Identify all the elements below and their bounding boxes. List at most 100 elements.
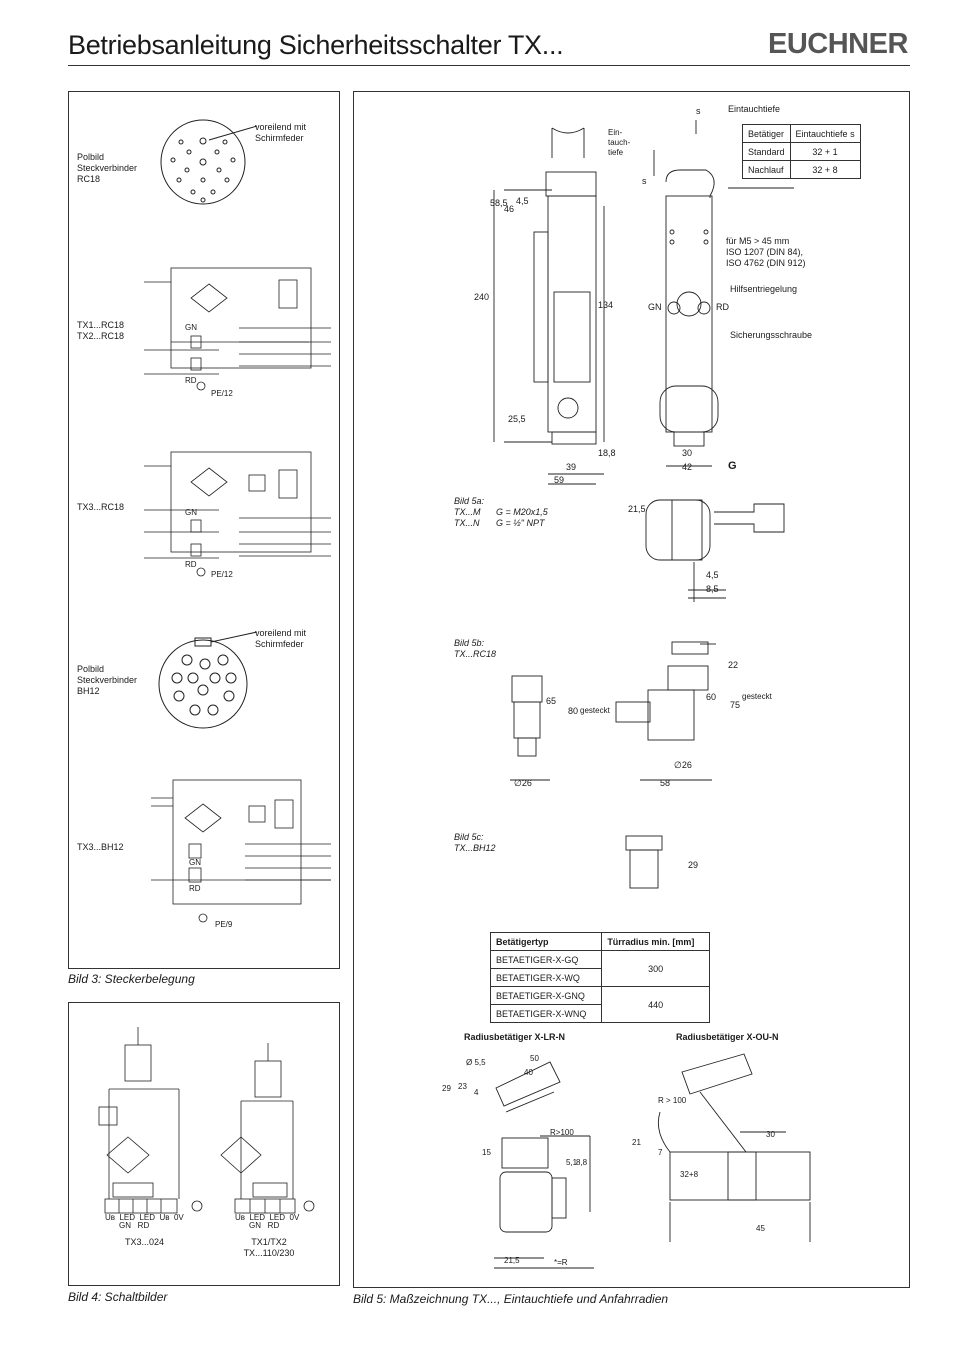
dim-46: 46 <box>504 204 515 214</box>
ou-dim-21: 21 <box>632 1138 641 1147</box>
s-label-side: s <box>642 176 647 186</box>
brand-logo: EUCHNER <box>768 28 908 60</box>
lr-dim-4: 4 <box>474 1088 479 1097</box>
dim5b-75: 75 <box>730 700 741 710</box>
tx12-gn-label: GN <box>185 323 197 332</box>
radius-row2-type: BETAETIGER-X-WQ <box>489 968 603 987</box>
tx3-024-terminal-sub: GN RD <box>119 1221 150 1230</box>
ou-dim-45: 45 <box>756 1224 765 1233</box>
bild5b-title: Bild 5b: <box>454 638 485 648</box>
hilfsentriegelung-label: Hilfsentriegelung <box>730 284 798 294</box>
lr-dim-29: 29 <box>442 1084 451 1093</box>
switch-side-view <box>493 127 605 485</box>
bild5-caption: Bild 5: Maßzeichnung TX..., Eintauchtief… <box>353 1292 669 1306</box>
eintauchtiefe-row1-value: 32 + 1 <box>789 142 861 161</box>
radius-row3-type: BETAETIGER-X-GNQ <box>489 986 603 1005</box>
dim-30: 30 <box>682 448 693 458</box>
lr-dim-40: 40 <box>524 1068 533 1077</box>
tx3bh12-circuit-diagram <box>151 779 331 923</box>
dim5b-gesteckt-2: gesteckt <box>742 692 772 701</box>
dim5b-58: 58 <box>660 778 671 788</box>
bild4-drawing <box>98 1027 315 1214</box>
radius-group2-value: 440 <box>601 986 710 1023</box>
lr-dim-23: 23 <box>458 1082 467 1091</box>
g-label: G <box>728 460 737 472</box>
lr-dim-diam-5-5: Ø 5,5 <box>466 1058 486 1067</box>
tx3rc18-rd-label: RD <box>185 560 197 569</box>
radius-header-radius: Türradius min. [mm] <box>601 932 710 951</box>
dim5c-29: 29 <box>688 860 699 870</box>
bild5a-title: Bild 5a: <box>454 496 485 506</box>
dim5b-60: 60 <box>706 692 717 702</box>
lr-dim-8-8: 8,8 <box>576 1158 588 1167</box>
radius-lr-drawing <box>494 1061 594 1269</box>
tx3rc18-circuit-diagram <box>144 451 331 577</box>
tx12-terminal-label: Uʙ LED LED 0V <box>235 1213 300 1222</box>
bild3-drawing <box>144 119 331 923</box>
tx3-024-label: TX3...024 <box>125 1237 165 1247</box>
radius-ou-title: Radiusbetätiger X-OU-N <box>676 1032 779 1042</box>
radius-lr-title: Radiusbetätiger X-LR-N <box>464 1032 566 1042</box>
tx3bh12-rd-label: RD <box>189 884 201 893</box>
bild4-panel: Uʙ LED LED Uʙ 0V GN RD Uʙ LED LED 0V GN … <box>68 1002 340 1286</box>
tx3rc18-pe-label: PE/12 <box>211 570 233 579</box>
dim5b-gesteckt-1: gesteckt <box>580 706 610 715</box>
bild5-drawing <box>493 120 811 1269</box>
lr-dim-21-5: 21,5 <box>504 1256 520 1265</box>
tx12-rd-label: RD <box>185 376 197 385</box>
bild5c-title: Bild 5c: <box>454 832 484 842</box>
eintauchtiefe-title: Eintauchtiefe <box>728 104 781 114</box>
radius-row4-type: BETAETIGER-X-WNQ <box>489 1004 603 1023</box>
bild5a-variant1: TX...M <box>454 507 481 517</box>
tx3-024-schematic <box>98 1027 203 1214</box>
dim-25-5: 25,5 <box>508 414 526 424</box>
tx12-110-230-label: TX1/TX2 TX...110/230 <box>243 1237 295 1258</box>
ou-dim-7: 7 <box>658 1148 663 1157</box>
dim-59: 59 <box>554 475 565 485</box>
dim-58-5: 58,5 <box>490 198 508 208</box>
eintauchtiefe-header-1: Betätiger <box>742 124 791 143</box>
radius-header-type: Betätigertyp <box>489 932 603 951</box>
eintauchtiefe-row2-type: Nachlauf <box>742 160 791 179</box>
tx3bh12-gn-label: GN <box>189 858 201 867</box>
lr-dim-50: 50 <box>530 1054 539 1063</box>
dim5b-diam-26-a: ∅26 <box>514 778 532 788</box>
dim-134: 134 <box>598 300 614 310</box>
eintauchtiefe-row2-value: 32 + 8 <box>789 160 861 179</box>
page-title: Betriebsanleitung Sicherheitsschalter TX… <box>68 30 564 60</box>
dim5a-8-5: 8,5 <box>706 584 719 594</box>
lr-dim-r100: R>100 <box>550 1128 574 1137</box>
bild3-panel: Polbild Steckverbinder RC18 voreilend mi… <box>68 91 340 969</box>
radius-ou-drawing <box>657 1053 811 1242</box>
dim5b-80: 80 <box>568 706 579 716</box>
bh12-connector-icon <box>158 631 258 729</box>
eintauchtiefe-header-2: Eintauchtiefe s <box>789 124 861 143</box>
bild4-caption: Bild 4: Schaltbilder <box>68 1290 168 1304</box>
bh12-polbild-label: Polbild Steckverbinder BH12 <box>77 664 138 696</box>
tx12-circuit-diagram <box>144 267 331 391</box>
tx3-024-terminal-label: Uʙ LED LED Uʙ 0V <box>105 1213 184 1222</box>
lr-dim-star-r: *=R <box>554 1258 568 1267</box>
bild5c-sub: TX...BH12 <box>454 843 496 853</box>
tx12-terminal-sub: GN RD <box>249 1221 280 1230</box>
dim5b-65: 65 <box>546 696 557 706</box>
header-rule <box>68 65 910 66</box>
dim-42: 42 <box>682 462 693 472</box>
dim-240: 240 <box>474 292 490 302</box>
ou-dim-32-8: 32+8 <box>680 1170 699 1179</box>
lr-dim-15: 15 <box>482 1148 491 1157</box>
lr-dim-5-1: 5,1 <box>566 1158 578 1167</box>
bild5b-sub: TX...RC18 <box>454 649 497 659</box>
bild5-panel: Eintauchtiefe s s Ein- tauch- tiefe Betä… <box>353 91 910 1288</box>
bh12-shield-note: voreilend mit Schirmfeder <box>255 628 307 649</box>
rc18-connector-icon <box>160 119 258 205</box>
dim-18-8: 18,8 <box>598 448 616 458</box>
ou-dim-30: 30 <box>766 1130 775 1139</box>
bild5b-drawing <box>510 641 716 781</box>
bild5c-drawing <box>625 835 663 889</box>
radius-table: Betätigertyp Türradius min. [mm] BETAETI… <box>489 932 710 1023</box>
dim-4-5: 4,5 <box>516 196 529 206</box>
tx3bh12-pe-label: PE/9 <box>215 920 233 929</box>
dim-39: 39 <box>566 462 577 472</box>
front-rd-label: RD <box>716 302 729 312</box>
